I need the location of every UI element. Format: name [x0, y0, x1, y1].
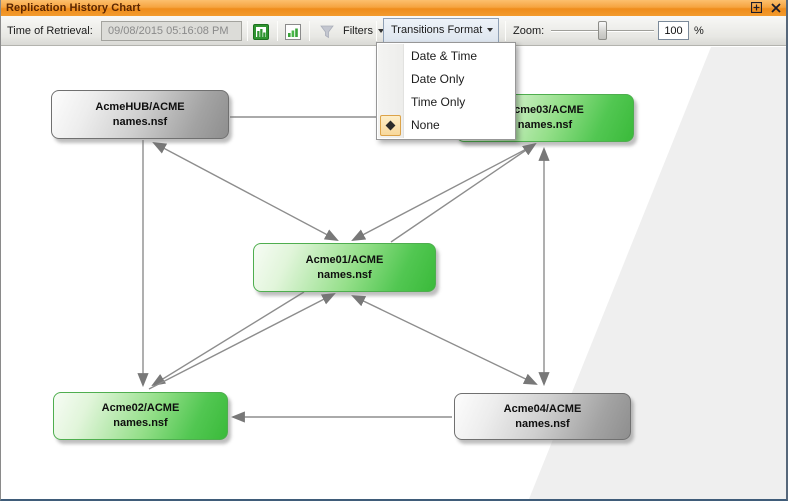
time-of-retrieval-field: [101, 21, 242, 41]
toolbar-separator: [277, 21, 278, 41]
filters-dropdown-button[interactable]: Filters: [339, 21, 388, 41]
toolbar-separator: [376, 21, 377, 41]
zoom-slider-thumb[interactable]: [598, 21, 607, 40]
node-title: Acme04/ACME: [503, 402, 582, 415]
percent-sign-label: %: [694, 25, 704, 37]
menu-item-label: Date Only: [411, 72, 465, 86]
toolbar-separator: [505, 21, 506, 41]
node-subtitle: names.nsf: [112, 115, 168, 128]
node-acme01[interactable]: Acme01/ACME names.nsf: [253, 243, 436, 292]
time-of-retrieval-label: Time of Retrieval:: [7, 25, 93, 37]
chart-view-icon[interactable]: [284, 23, 301, 40]
window-title: Replication History Chart: [6, 2, 141, 14]
maximize-icon[interactable]: [750, 1, 763, 14]
selected-diamond-icon: [380, 115, 401, 136]
toolbar-separator: [309, 21, 310, 41]
menu-item-label: Time Only: [411, 95, 466, 109]
menu-item-time-only[interactable]: Time Only: [377, 91, 515, 114]
title-bar: Replication History Chart: [1, 0, 786, 16]
node-title: Acme03/ACME: [506, 104, 584, 116]
table-view-icon[interactable]: [252, 23, 269, 40]
chevron-down-icon: [377, 29, 384, 34]
transitions-format-dropdown-button[interactable]: Transitions Format: [383, 18, 499, 43]
menu-item-none[interactable]: None: [377, 114, 515, 137]
transitions-format-label: Transitions Format: [391, 24, 483, 36]
clear-filter-funnel-icon[interactable]: [318, 23, 335, 40]
toolbar-separator: [247, 21, 248, 41]
node-title: AcmeHUB/ACME: [95, 100, 185, 113]
node-acme02[interactable]: Acme02/ACME names.nsf: [53, 392, 228, 440]
menu-item-date-time[interactable]: Date & Time: [377, 45, 515, 68]
chevron-down-icon: [487, 28, 494, 33]
node-subtitle: names.nsf: [515, 417, 570, 430]
toolbar: Time of Retrieval:: [1, 16, 786, 46]
menu-item-label: None: [411, 118, 440, 132]
node-title: Acme01/ACME: [305, 253, 384, 266]
node-subtitle: names.nsf: [113, 417, 168, 429]
zoom-label: Zoom:: [513, 25, 545, 37]
node-title: Acme02/ACME: [101, 402, 180, 414]
node-acmehub[interactable]: AcmeHUB/ACME names.nsf: [51, 90, 229, 139]
close-icon[interactable]: [769, 1, 782, 14]
node-subtitle: names.nsf: [517, 119, 573, 131]
node-subtitle: names.nsf: [317, 268, 372, 281]
node-acme04[interactable]: Acme04/ACME names.nsf: [454, 393, 631, 440]
menu-item-label: Date & Time: [411, 49, 478, 63]
filters-label: Filters: [343, 25, 373, 37]
menu-item-date-only[interactable]: Date Only: [377, 68, 515, 91]
zoom-percent-input[interactable]: [658, 21, 689, 40]
